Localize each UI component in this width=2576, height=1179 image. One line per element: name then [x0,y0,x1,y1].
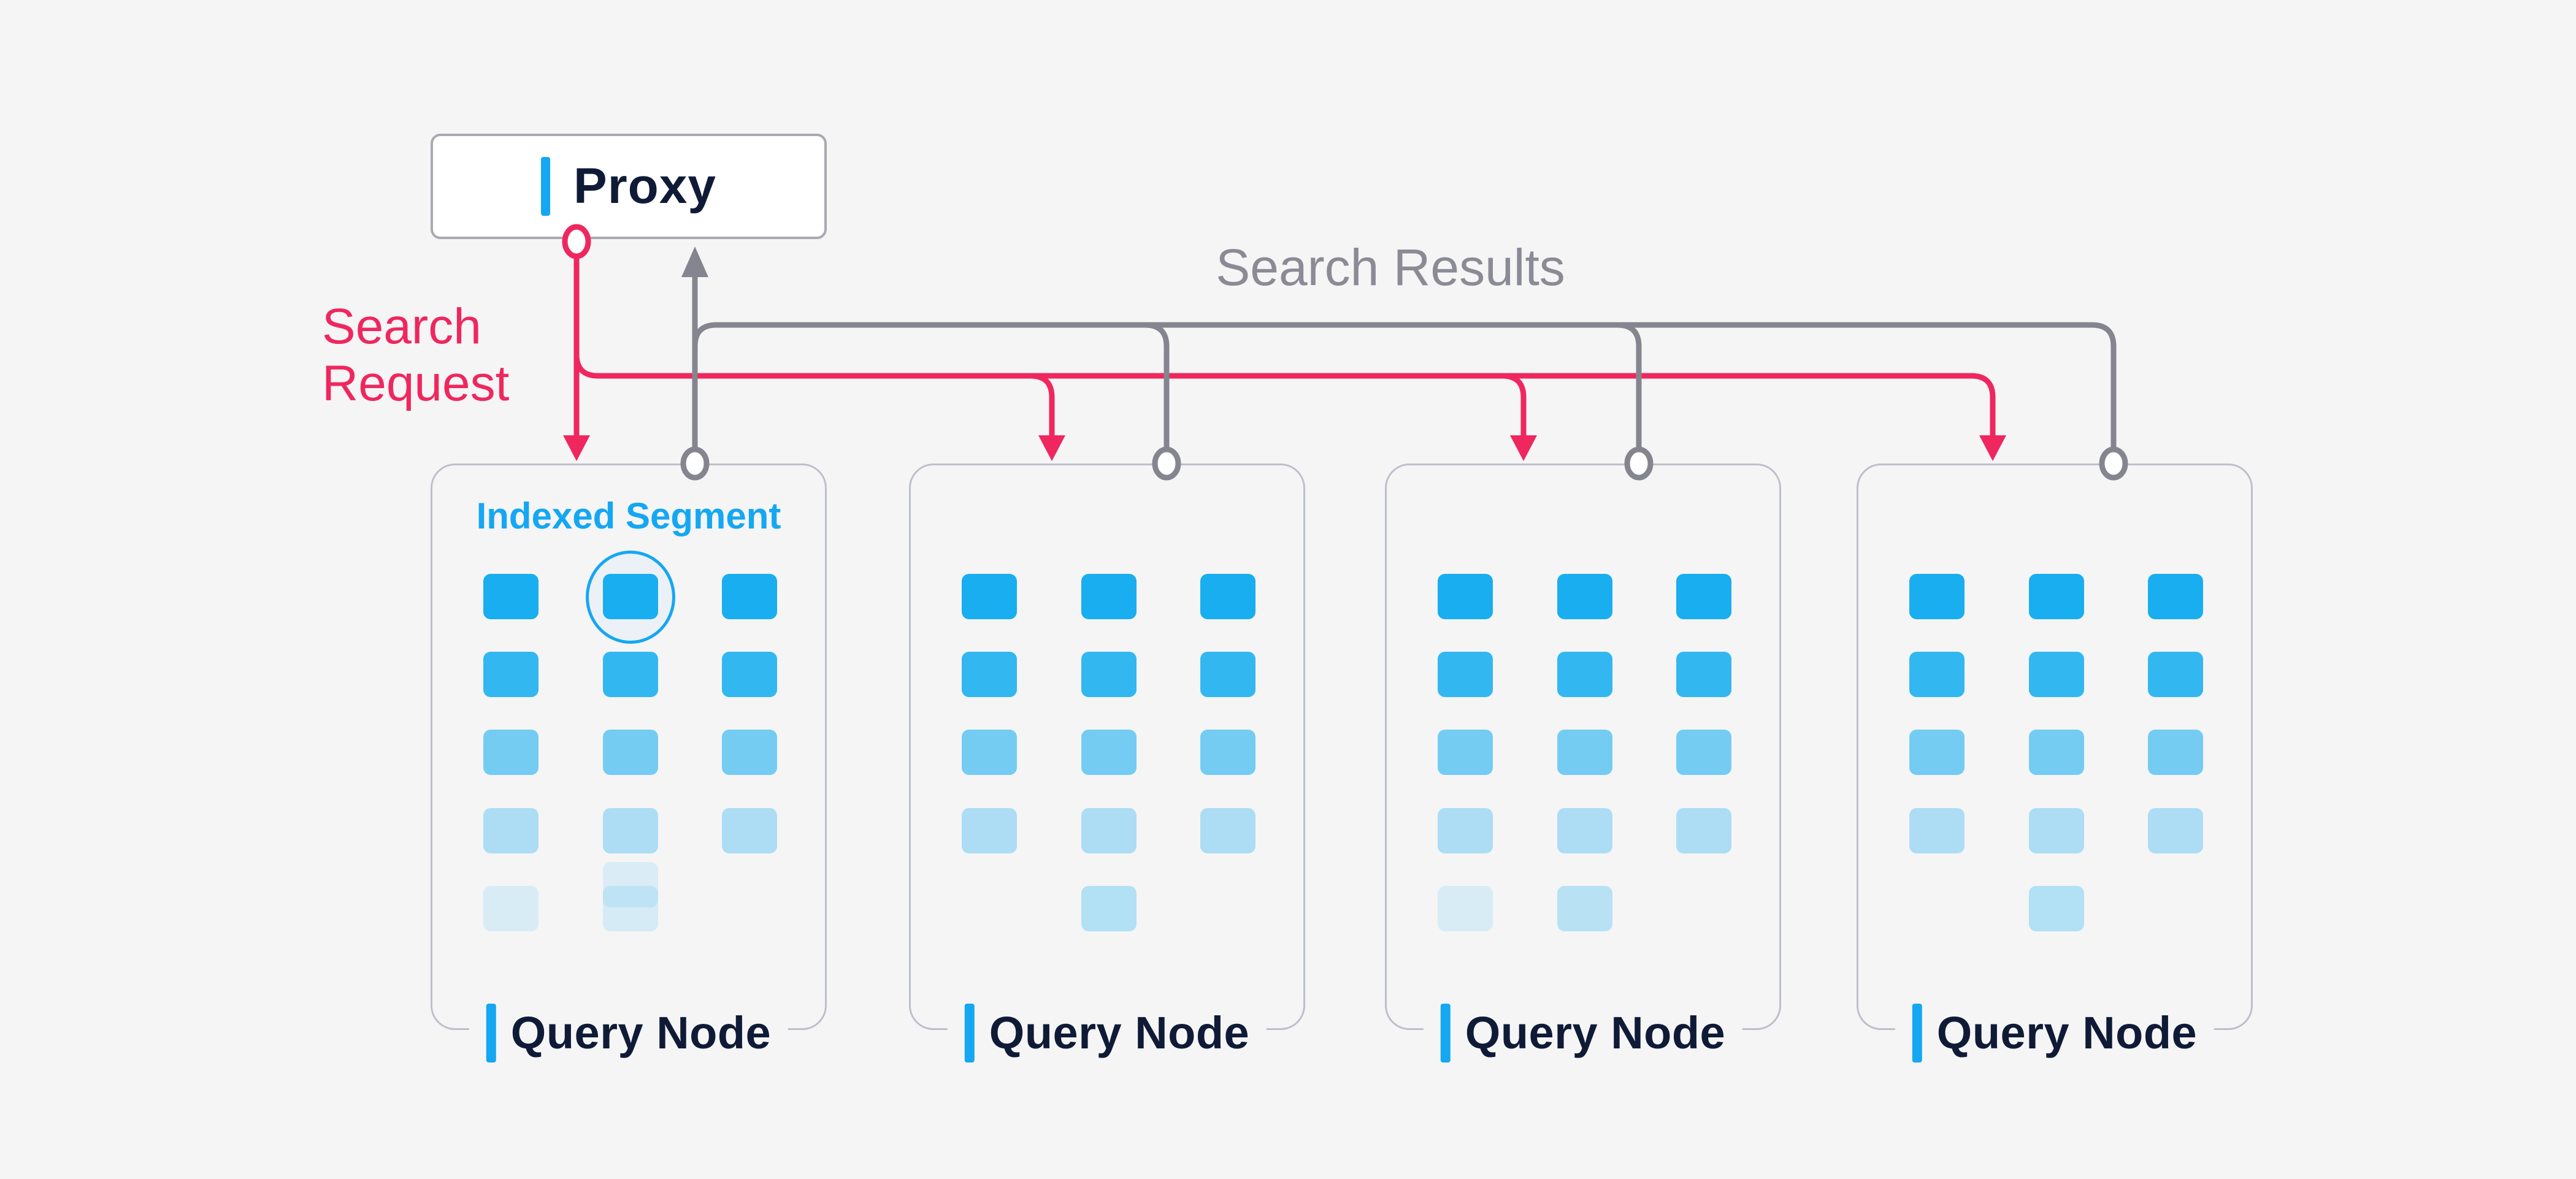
query-node-label-text: Query Node [989,1007,1250,1058]
segment-cell [2029,730,2084,775]
segment-cell [1081,730,1137,775]
segment-cell [1557,808,1612,853]
segment-cell [1909,652,1965,697]
segment-cell [1557,574,1612,619]
segment-cell [603,886,658,931]
arrow-down-icon [563,435,590,461]
segment-cell [962,808,1017,853]
segment-cell [2148,730,2203,775]
segment-cell [603,652,658,697]
search-results-line [1144,322,1170,449]
segment-cell [722,808,777,853]
query-node-label: Query Node [947,1000,1267,1066]
search-request-line [1030,373,1055,437]
segment-cell [2029,808,2084,853]
segment-cell [603,730,658,775]
segment-cell [483,652,539,697]
label-accent-bar-icon [1440,1004,1451,1063]
segment-cell [1676,574,1731,619]
segment-cell [2029,886,2084,931]
indexed-segment-label: Indexed Segment [476,495,781,536]
segment-cell [962,574,1017,619]
proxy-accent-bar-icon [541,157,551,216]
segment-cell [483,808,539,853]
segment-cell [603,808,658,853]
segment-cell [1081,808,1137,853]
segment-cell [1909,730,1965,775]
segment-cell [1438,574,1493,619]
label-accent-bar-icon [1912,1004,1922,1063]
label-accent-bar-icon [964,1004,975,1063]
query-node-label: Query Node [1423,1000,1743,1066]
search-results-label: Search Results [1216,238,1565,296]
query-node-label-text: Query Node [510,1007,772,1058]
arrow-down-icon [1510,435,1537,461]
arrow-up-icon [681,246,708,277]
label-accent-bar-icon [486,1004,496,1063]
segment-cell [1081,652,1137,697]
segment-cell [1081,886,1137,931]
segment-cell [962,730,1017,775]
segment-cell [1676,730,1731,775]
search-request-label: Search Request [322,299,510,412]
segment-cell [1438,652,1493,697]
segment-cell [2148,808,2203,853]
search-request-line [573,354,1996,437]
segment-cell [1909,808,1965,853]
query-node-2: Query Node [909,464,1305,1066]
query-node-label-text: Query Node [1465,1007,1726,1058]
segment-cell [962,652,1017,697]
segment-cell [1081,574,1137,619]
segment-cell [1200,808,1255,853]
highlighted-segment-circle-icon [586,551,675,644]
search-request-line [1501,373,1527,437]
segment-cell [1909,574,1965,619]
segment-cell [603,862,658,907]
segment-cell [722,730,777,775]
segment-cell [722,652,777,697]
segment-cell [2148,574,2203,619]
query-node-label-text: Query Node [1936,1007,2198,1058]
segment-cell [722,574,777,619]
proxy-label: Proxy [573,158,716,214]
segment-cell [1438,886,1493,931]
segment-cell [483,730,539,775]
segment-cell [1676,652,1731,697]
segment-cell [1438,808,1493,853]
segment-cell [2029,574,2084,619]
segment-cell [1200,652,1255,697]
segment-cell [1557,730,1612,775]
query-node-label: Query Node [469,1000,789,1066]
query-node-1: Indexed Segment Query Node [431,464,827,1066]
query-node-3: Query Node [1385,464,1781,1066]
segment-cell [1676,808,1731,853]
segment-cell [1200,730,1255,775]
query-node-label: Query Node [1895,1000,2215,1066]
arrow-down-icon [1038,435,1065,461]
segment-cell [2148,652,2203,697]
segment-cell [483,574,539,619]
proxy-box: Proxy [431,134,827,239]
segment-cell [1557,886,1612,931]
search-results-line [1617,322,1642,449]
arrow-down-icon [1979,435,2006,461]
segment-cell [1438,730,1493,775]
search-results-line [692,322,2117,449]
query-node-4: Query Node [1857,464,2253,1066]
segment-cell [1557,652,1612,697]
segment-cell [483,886,539,931]
segment-cell [1200,574,1255,619]
segment-cell [2029,652,2084,697]
segment-cell [603,574,658,619]
